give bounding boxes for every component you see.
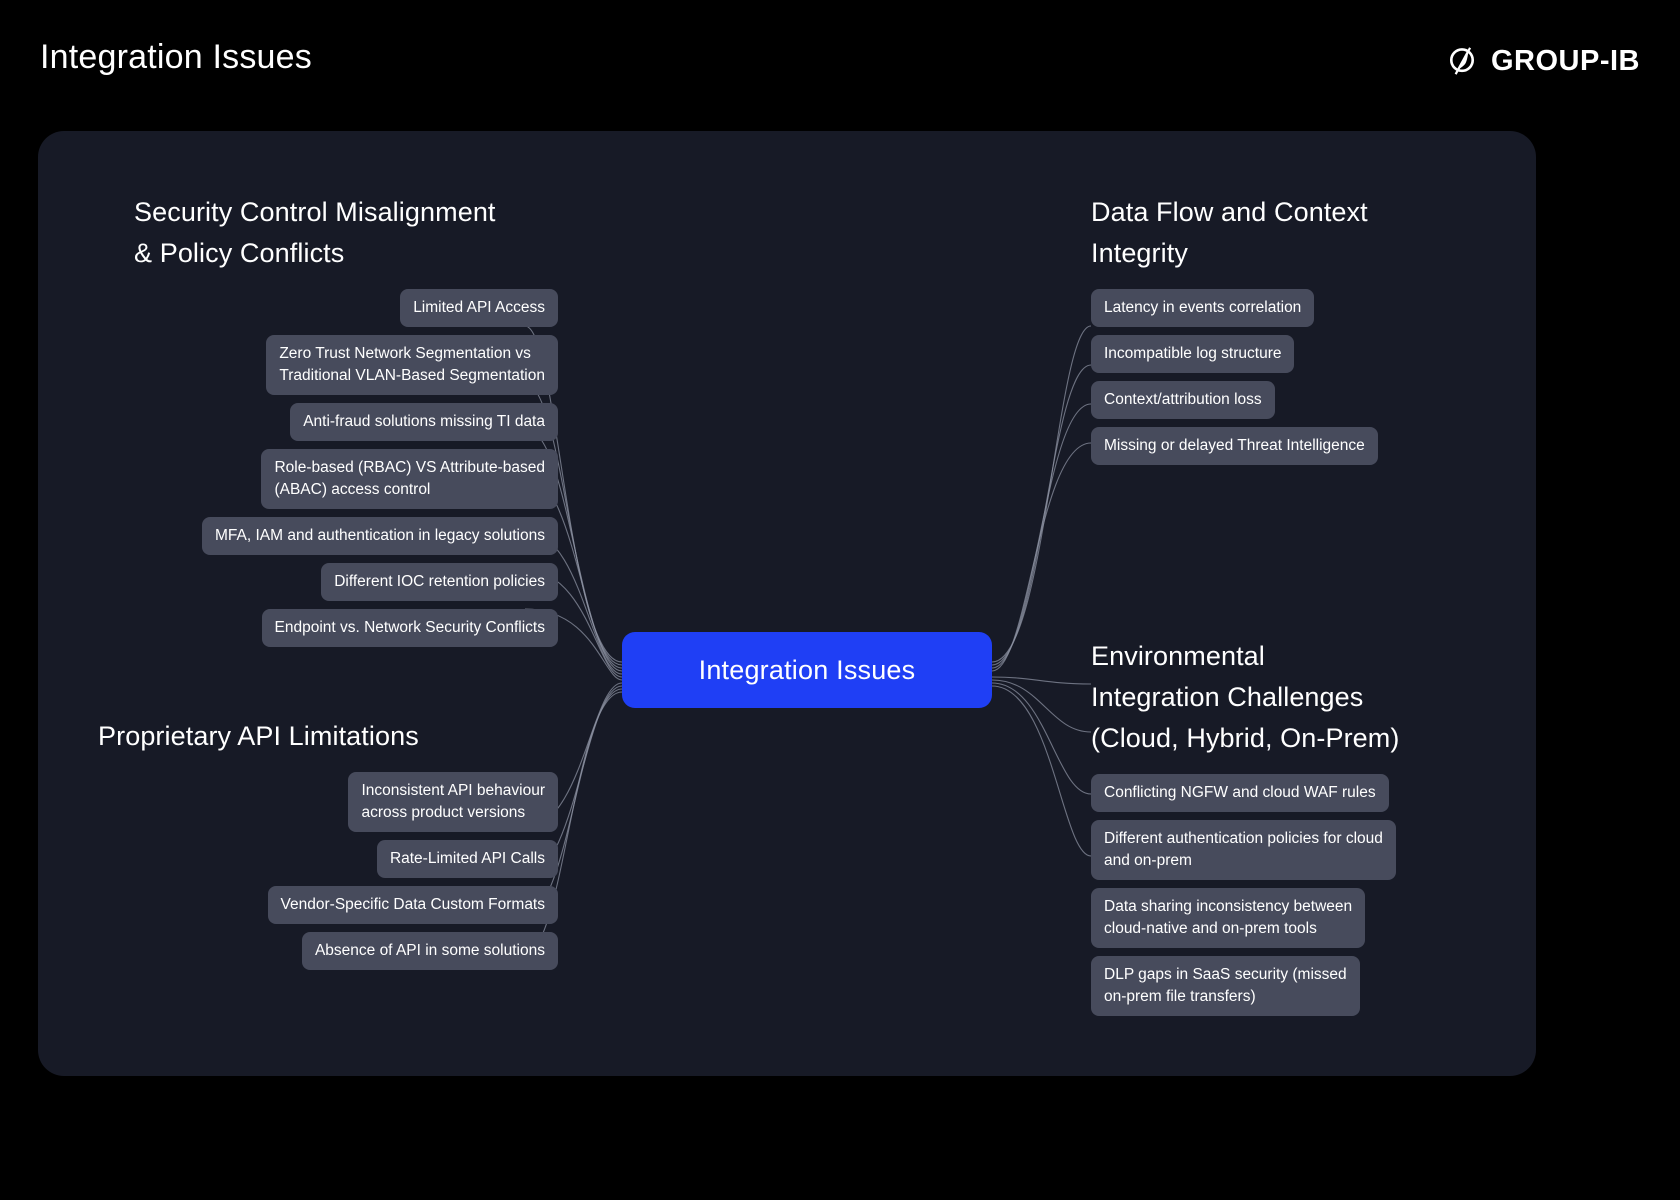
mindmap-node[interactable]: Conflicting NGFW and cloud WAF rules <box>1091 774 1389 812</box>
mindmap-node[interactable]: Role-based (RBAC) VS Attribute-based (AB… <box>261 449 558 509</box>
branch-data-flow-and-context-integrity: Data Flow and Context Integrity Latency … <box>1091 192 1521 465</box>
mindmap-node[interactable]: Latency in events correlation <box>1091 289 1315 327</box>
group-ib-leaf-logo-icon <box>1449 47 1475 75</box>
mindmap-node[interactable]: Different IOC retention policies <box>321 563 558 601</box>
mindmap-node[interactable]: DLP gaps in SaaS security (missed on-pre… <box>1091 956 1360 1016</box>
branch-title: Proprietary API Limitations <box>98 721 419 751</box>
branch-security-control-misalignment: Security Control Misalignment & Policy C… <box>68 192 558 647</box>
branch-node-list: Latency in events correlation Incompatib… <box>1091 289 1521 465</box>
mindmap-node[interactable]: Vendor-Specific Data Custom Formats <box>267 886 558 924</box>
branch-node-list: Inconsistent API behaviour across produc… <box>68 772 558 970</box>
brand-name: GROUP-IB <box>1491 44 1640 77</box>
mindmap-node[interactable]: MFA, IAM and authentication in legacy so… <box>202 517 558 555</box>
page-title: Integration Issues <box>40 38 312 76</box>
mindmap-panel: Security Control Misalignment & Policy C… <box>38 131 1536 1076</box>
mindmap-node[interactable]: Absence of API in some solutions <box>301 932 558 970</box>
mindmap-node[interactable]: Incompatible log structure <box>1091 335 1295 373</box>
branch-node-list: Limited API Access Zero Trust Network Se… <box>68 289 558 647</box>
mindmap-node[interactable]: Rate-Limited API Calls <box>376 840 558 878</box>
mindmap-node[interactable]: Zero Trust Network Segmentation vs Tradi… <box>266 335 558 395</box>
mindmap-node[interactable]: Inconsistent API behaviour across produc… <box>348 772 558 832</box>
branch-title: Environmental Integration Challenges (Cl… <box>1091 641 1400 753</box>
branch-title: Security Control Misalignment & Policy C… <box>134 197 496 268</box>
mindmap-center-node[interactable]: Integration Issues <box>622 632 992 708</box>
mindmap-node[interactable]: Context/attribution loss <box>1091 381 1275 419</box>
mindmap-node[interactable]: Anti-fraud solutions missing TI data <box>290 403 558 441</box>
mindmap-node[interactable]: Endpoint vs. Network Security Conflicts <box>261 609 558 647</box>
brand-lockup: GROUP-IB <box>1445 44 1640 78</box>
mindmap-node[interactable]: Limited API Access <box>400 289 558 327</box>
mindmap-node[interactable]: Data sharing inconsistency between cloud… <box>1091 888 1366 948</box>
mindmap-connectors <box>524 325 1092 955</box>
branch-environmental-integration-challenges: Environmental Integration Challenges (Cl… <box>1091 636 1521 1016</box>
branch-node-list: Conflicting NGFW and cloud WAF rules Dif… <box>1091 774 1521 1016</box>
branch-title: Data Flow and Context Integrity <box>1091 197 1368 268</box>
mindmap-node[interactable]: Different authentication policies for cl… <box>1091 820 1396 880</box>
mindmap-node[interactable]: Missing or delayed Threat Intelligence <box>1091 427 1378 465</box>
branch-proprietary-api-limitations: Proprietary API Limitations Inconsistent… <box>68 716 558 970</box>
